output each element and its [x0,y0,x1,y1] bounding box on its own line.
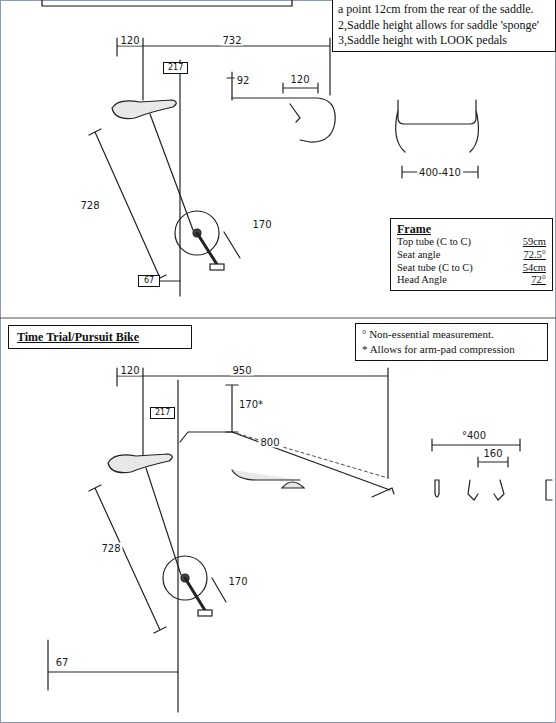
table-grid: Top tube (C to C) 59cmSeat angle 72.5° Seat… [397,236,546,286]
dimension-label: 170* [237,399,265,410]
note-text: 3,Saddle height with LOOK pedals [338,33,550,49]
frame-table: FrameTop tube (C to C) 59cmSeat angle 72.5… [390,218,553,291]
notes-box: ° Non-essential measurement.* Allows for… [355,323,548,361]
dimension-box: 217 [163,62,188,74]
table-cell-name: Seat tube (C to C) [397,262,494,275]
dimension-value: 217 [155,408,170,418]
dimension-label: 800 [258,437,281,448]
dimension-label: 92 [235,75,252,86]
table-cell-value: 54cm [502,262,546,275]
dimension-label: 728 [78,200,101,211]
dimension-box: 217 [150,407,175,419]
note-text: ° Non-essential measurement. [362,327,541,342]
dimension-label: 950 [230,365,253,376]
table-cell-name: Head Angle [397,274,494,287]
table-cell-value: 59cm [502,236,546,249]
dimension-label: 160 [481,448,504,459]
table-cell-name: Seat angle [397,249,494,262]
dimension-label: 170 [226,576,249,587]
dimension-label: 67 [54,657,71,668]
dimension-label: 120 [118,365,141,376]
note-text: 2,Saddle height allows for saddle 'spong… [338,18,550,34]
dimension-box: 67 [138,275,160,287]
dimension-label: 732 [220,35,243,46]
note-text: * Allows for arm-pad compression [362,342,541,357]
dimension-value: 217 [168,63,183,73]
dimension-label: 728 [99,543,122,554]
notes-box: a point 12cm from the rear of the saddle… [332,0,556,52]
dimension-label: 400-410 [417,167,463,178]
section-title-box: Time Trial/Pursuit Bike [8,325,192,349]
table-cell-value: 72° [502,274,546,287]
dimension-label: 120 [118,35,141,46]
table-heading: Frame [397,222,546,236]
dimension-label: 170 [250,219,273,230]
dimension-label: 120 [288,74,311,85]
table-cell-name: Top tube (C to C) [397,236,494,249]
note-text: a point 12cm from the rear of the saddle… [338,2,550,18]
section-title: Time Trial/Pursuit Bike [17,330,183,344]
dimension-label: °400 [460,430,488,441]
dimension-value: 67 [144,276,154,286]
table-cell-value: 72.5° [502,249,546,262]
